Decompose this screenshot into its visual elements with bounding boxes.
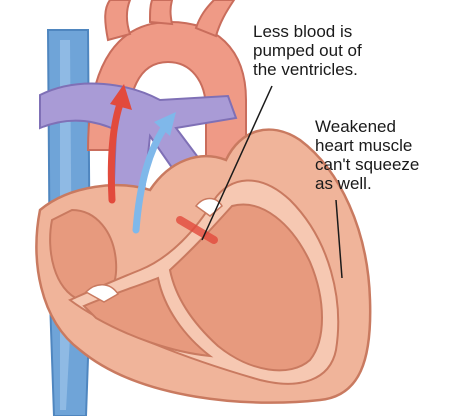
callout-muscle-line-2: heart muscle: [315, 136, 419, 155]
callout-ventricles-line-3: the ventricles.: [253, 60, 362, 79]
aortic-branch-3: [196, 0, 234, 36]
aortic-branch-1: [105, 0, 130, 40]
callout-muscle-line-3: can't squeeze: [315, 155, 419, 174]
callout-muscle-line-4: as well.: [315, 174, 419, 193]
aortic-branch-2: [150, 0, 172, 24]
callout-ventricles: Less blood is pumped out of the ventricl…: [253, 22, 362, 79]
callout-ventricles-line-1: Less blood is: [253, 22, 362, 41]
callout-muscle-line-1: Weakened: [315, 117, 419, 136]
callout-ventricles-line-2: pumped out of: [253, 41, 362, 60]
callout-muscle: Weakened heart muscle can't squeeze as w…: [315, 117, 419, 193]
